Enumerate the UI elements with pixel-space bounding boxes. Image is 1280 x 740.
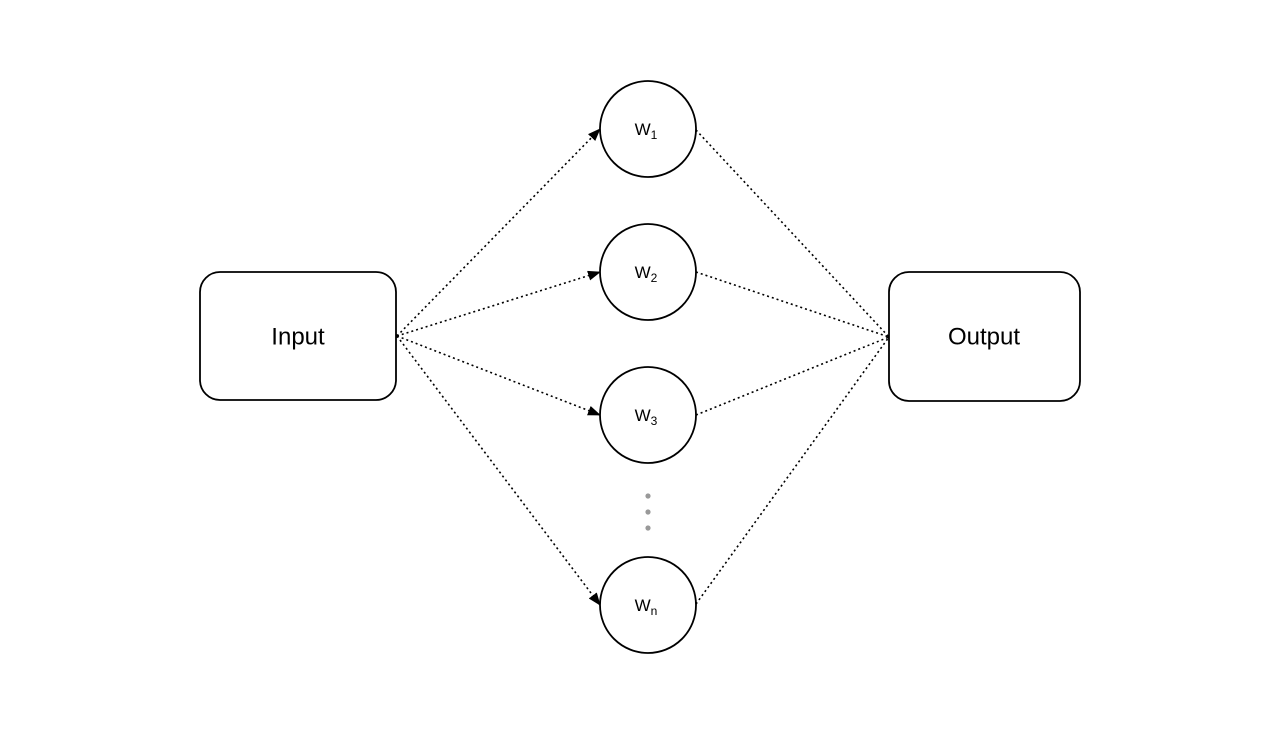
edge-w1-to-output: [695, 129, 890, 338]
ellipsis-dot: [645, 525, 651, 531]
w2-circle: [599, 223, 697, 321]
edges-input-to-nodes: [396, 128, 601, 606]
wn-label-sub: n: [651, 604, 658, 618]
wn-circle: [599, 556, 697, 654]
input-label: Input: [271, 324, 325, 351]
weight-node-w3: W3: [599, 366, 697, 464]
edge-input-to-w1: [396, 128, 601, 337]
w2-label: W2: [635, 263, 658, 286]
edge-junctions: [395, 334, 891, 339]
weight-node-w2: W2: [599, 223, 697, 321]
wn-label: Wn: [635, 596, 658, 619]
input-node: Input: [199, 271, 397, 401]
edge-wn-to-output: [695, 336, 890, 605]
edge-input-to-wn: [396, 335, 601, 606]
weight-nodes: W1 W2 W3 Wn: [599, 80, 697, 654]
edge-w2-to-output: [695, 271, 890, 338]
edge-input-to-w2: [396, 270, 601, 337]
edge-input-to-w3: [396, 335, 601, 416]
w3-label: W3: [635, 406, 658, 429]
vertical-ellipsis-icon: [645, 493, 651, 531]
w1-label-sub: 1: [651, 128, 658, 142]
w3-circle: [599, 366, 697, 464]
ellipsis-dot: [645, 493, 651, 499]
ellipsis-dot: [645, 509, 651, 515]
w2-label-base: W: [635, 263, 651, 282]
w1-circle: [599, 80, 697, 178]
w3-label-base: W: [635, 406, 651, 425]
weight-node-w1: W1: [599, 80, 697, 178]
w2-label-sub: 2: [651, 271, 658, 285]
output-node: Output: [888, 271, 1081, 402]
w1-label-base: W: [635, 120, 651, 139]
wn-label-base: W: [635, 596, 651, 615]
input-box: [199, 271, 397, 401]
output-box: [888, 271, 1081, 402]
w1-label: W1: [635, 120, 658, 143]
w3-label-sub: 3: [651, 414, 658, 428]
edges-nodes-to-output: [695, 129, 890, 605]
output-label: Output: [948, 324, 1020, 351]
weight-node-wn: Wn: [599, 556, 697, 654]
